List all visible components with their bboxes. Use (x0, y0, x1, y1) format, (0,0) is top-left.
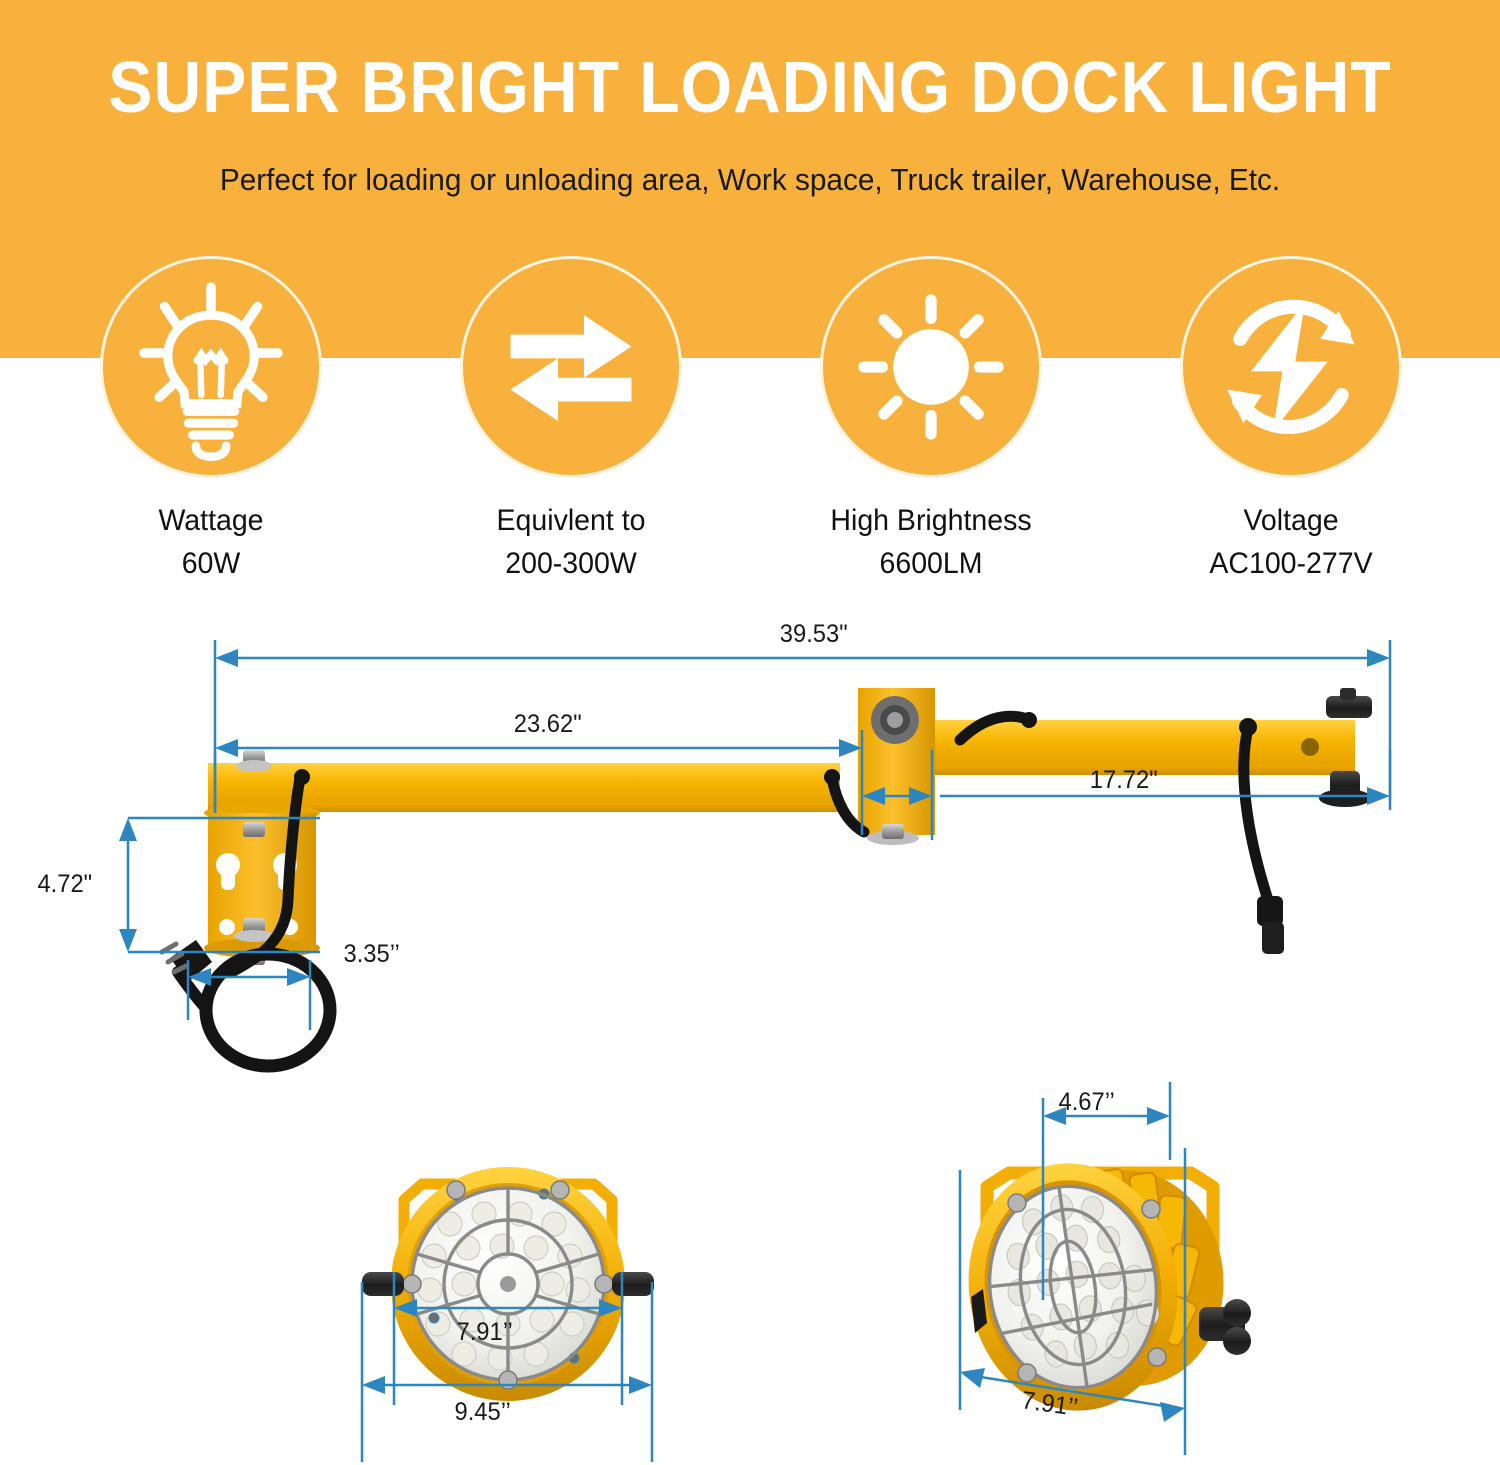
feature-equivalent-text: Equivlent to 200-300W (429, 500, 714, 585)
feature-label: Voltage (1243, 504, 1339, 537)
feature-wattage-text: Wattage 60W (69, 500, 354, 585)
dim-body-depth: 4.67’’ (1058, 1088, 1115, 1116)
voltage-bolt-icon (1180, 256, 1402, 478)
feature-label: Wattage (158, 504, 264, 537)
dim-inner-arm-length: 23.62" (513, 710, 582, 738)
feature-value: 60W (181, 546, 241, 580)
page-subtitle: Perfect for loading or unloading area, W… (219, 162, 1281, 197)
page-title: SUPER BRIGHT LOADING DOCK LIGHT (108, 48, 1392, 128)
dim-lens-diameter: 7.91’’ (456, 1318, 513, 1346)
feature-value: 200-300W (505, 546, 637, 580)
feature-label: Equivlent to (496, 504, 646, 537)
feature-brightness-text: High Brightness 6600LM (789, 500, 1074, 585)
swap-arrows-icon (460, 256, 682, 478)
dim-overall-width: 9.45’’ (454, 1398, 511, 1426)
feature-equivalent: Equivlent to 200-300W (421, 256, 721, 585)
dim-bracket-depth: 3.35’’ (343, 940, 400, 968)
feature-voltage-text: Voltage AC100-277V (1149, 500, 1434, 585)
sun-icon (820, 256, 1042, 478)
dim-bracket-height: 4.72" (37, 870, 93, 898)
dim-overall-length: 39.53" (779, 620, 848, 648)
feature-value: AC100-277V (1209, 546, 1373, 580)
feature-wattage: Wattage 60W (61, 256, 361, 585)
feature-voltage: Voltage AC100-277V (1141, 256, 1441, 585)
dim-outer-arm-length: 17.72" (1089, 766, 1158, 794)
feature-value: 6600LM (879, 546, 983, 580)
lightbulb-icon (100, 256, 322, 478)
feature-label: High Brightness (830, 504, 1032, 537)
feature-brightness: High Brightness 6600LM (781, 256, 1081, 585)
product-dimension-diagram: 39.53" 23.62" 17.72" 4.72" 3.35’’ 7.91’’… (0, 600, 1500, 1465)
